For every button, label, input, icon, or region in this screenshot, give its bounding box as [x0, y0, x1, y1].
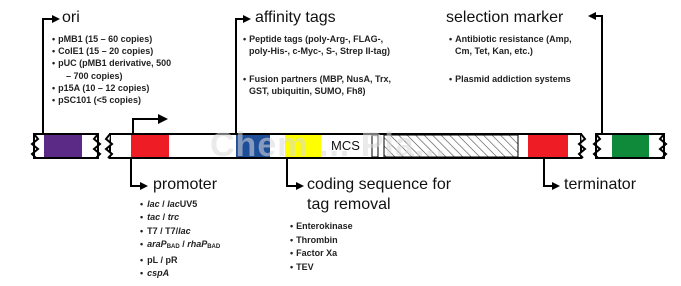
- cleavage-callout: [286, 158, 304, 190]
- addiction-list: Plasmid addiction systems: [449, 73, 571, 85]
- affinity-callout: [235, 15, 251, 134]
- separator-text: /: [179, 238, 188, 249]
- selection-marker-title: selection marker: [446, 9, 564, 26]
- ori-list-2: p15A (10 – 12 copies) pSC101 (<5 copies): [52, 82, 149, 106]
- separator-text: /: [160, 212, 168, 223]
- list-item: pSC101 (<5 copies): [52, 94, 149, 106]
- list-item: Fusion partners (MBP, NusA, Trx,: [243, 73, 391, 85]
- affinity-tag-blue-block: [236, 135, 270, 157]
- ori-callout: [42, 15, 60, 134]
- list-item: Antibiotic resistance (Amp,: [449, 33, 572, 45]
- list-item: ColE1 (15 – 20 copies): [52, 45, 171, 57]
- ori-list: pMB1 (15 – 60 copies) ColE1 (15 – 20 cop…: [52, 33, 171, 70]
- bad-subscript: BAD: [207, 243, 221, 250]
- t7lac-text: lac: [178, 225, 191, 236]
- transcription-start-arrow: [132, 114, 168, 134]
- watermark: Chem ... Pla...: [210, 126, 447, 164]
- rhap-text: rhaP: [187, 238, 208, 249]
- antibiotic-list: Antibiotic resistance (Amp,: [449, 33, 572, 45]
- peptide-tags-continuation: poly-His-, c-Myc-, S-, Strep II-tag): [249, 46, 391, 56]
- peptide-tags-list: Peptide tags (poly-Arg-, FLAG-,: [243, 33, 383, 45]
- affinity-tag-yellow-block: [285, 135, 321, 157]
- t7-text: T7 / T7/: [147, 225, 179, 236]
- list-item: T7 / T7/lac: [140, 225, 220, 238]
- ori-segment: [30, 133, 102, 159]
- cleavage-site-block: [371, 134, 379, 158]
- separator-text: /: [159, 199, 168, 209]
- promoter-block: [131, 135, 169, 157]
- gene-insert-block: [383, 134, 519, 158]
- vector-backbone: [104, 133, 587, 159]
- selection-callout: [588, 12, 603, 134]
- list-item: pUC (pMB1 derivative, 500: [52, 57, 171, 69]
- list-item: Enterokinase: [290, 220, 353, 234]
- tac-text: tac: [147, 212, 161, 223]
- tag-removal-title-line1: coding sequence for: [307, 176, 452, 193]
- trc-text: trc: [167, 212, 180, 223]
- promoter-title: promoter: [153, 176, 218, 193]
- lac-text: lac: [147, 199, 160, 209]
- list-item: TEV: [290, 261, 353, 275]
- list-item: pL / pR: [140, 254, 220, 267]
- list-item: araPBAD / rhaPBAD: [140, 238, 220, 254]
- terminator-title: terminator: [564, 176, 637, 193]
- protease-list: Enterokinase Thrombin Factor Xa TEV: [290, 220, 353, 274]
- list-item: p15A (10 – 12 copies): [52, 82, 149, 94]
- list-item: Thrombin: [290, 234, 353, 248]
- list-item: Peptide tags (poly-Arg-, FLAG-,: [243, 33, 383, 45]
- list-item: lac / lacUV5: [140, 198, 220, 211]
- fusion-partners-continuation: GST, ubiquitin, SUMO, Fh8): [249, 86, 366, 96]
- fusion-partners-list: Fusion partners (MBP, NusA, Trx,: [243, 73, 391, 85]
- cspa-text: cspA: [147, 268, 170, 279]
- terminator-callout: [543, 158, 560, 190]
- list-item: cspA: [140, 267, 220, 280]
- list-item: pMB1 (15 – 60 copies): [52, 33, 171, 45]
- pl-pr-text: pL / pR: [147, 255, 178, 266]
- promoter-list: lac / lacUV5 tac / trc T7 / T7/lac araPB…: [140, 198, 220, 281]
- list-item: Factor Xa: [290, 247, 353, 261]
- lacuv5-italic-text: lac: [167, 199, 180, 209]
- selection-segment: [592, 133, 668, 159]
- ori-title: ori: [62, 9, 80, 26]
- promoter-callout: [130, 158, 148, 190]
- antibiotic-continuation: Cm, Tet, Kan, etc.): [455, 46, 533, 56]
- tag-removal-title-line2: tag removal: [307, 196, 391, 213]
- ori-list-continuation: – 700 copies): [66, 71, 123, 81]
- mcs-label: MCS: [331, 138, 360, 153]
- lacuv5-roman-text: UV5: [179, 199, 198, 209]
- terminator-block: [528, 135, 568, 157]
- affinity-tags-title: affinity tags: [255, 9, 336, 26]
- list-item: Plasmid addiction systems: [449, 73, 571, 85]
- bad-subscript: BAD: [166, 243, 180, 250]
- list-item: tac / trc: [140, 211, 220, 224]
- arap-text: araP: [147, 238, 167, 249]
